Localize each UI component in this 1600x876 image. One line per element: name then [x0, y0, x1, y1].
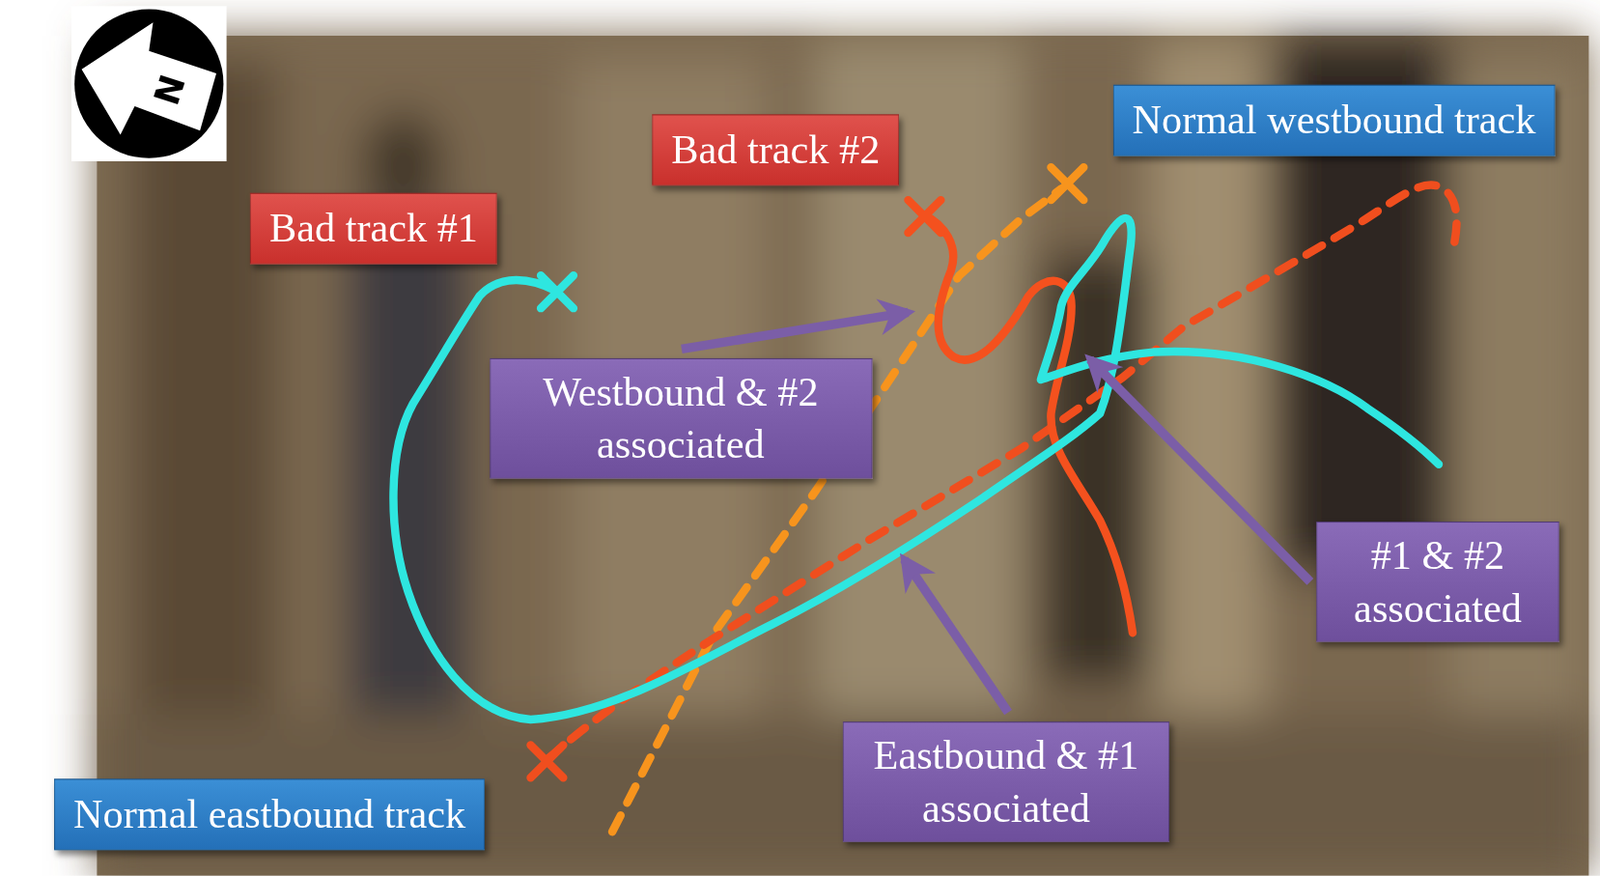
track-label-box: Normal eastbound track	[54, 778, 485, 850]
box-text: Normal westbound track	[1131, 93, 1536, 147]
bad-track-1	[392, 218, 1439, 720]
box-text: #1 & #2 associated	[1331, 528, 1544, 635]
box-text: Normal eastbound track	[73, 787, 466, 842]
association-callout: #1 & #2 associated	[1316, 521, 1560, 643]
box-text: Bad track #1	[269, 201, 478, 255]
north-arrow-icon	[71, 5, 227, 162]
track-label-box: Bad track #1	[250, 193, 498, 265]
track-label-box: Bad track #2	[651, 113, 899, 186]
blurred-photo	[96, 35, 1589, 876]
track-label-box: Normal westbound track	[1112, 84, 1555, 157]
box-text: Eastbound & #1 associated	[858, 729, 1154, 836]
bad-track-2	[923, 214, 1133, 633]
box-text: Westbound & #2 associated	[505, 364, 858, 472]
box-text: Bad track #2	[671, 123, 880, 177]
association-callout: Westbound & #2 associated	[489, 358, 872, 479]
association-callout: Eastbound & #1 associated	[842, 721, 1170, 843]
